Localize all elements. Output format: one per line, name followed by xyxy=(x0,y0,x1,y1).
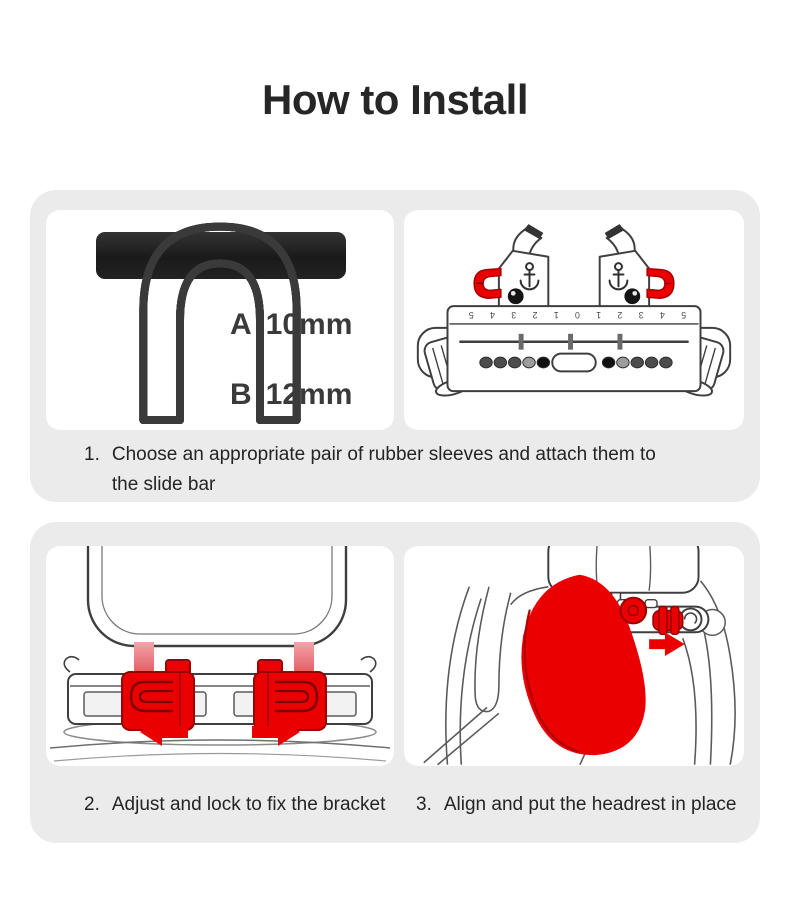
left-red-clamp xyxy=(121,659,195,731)
pillow-mount xyxy=(619,596,648,625)
step-1-section: A 10mm B 12mm xyxy=(30,190,760,502)
sleeves-panel: A 10mm B 12mm xyxy=(46,210,394,430)
anchor-icon xyxy=(519,262,540,291)
adjust-bracket-panel xyxy=(46,546,394,766)
sleeve-a-size: 10mm xyxy=(265,308,353,341)
bracket-scale: 5 4 3 2 1 0 1 2 3 4 5 xyxy=(462,310,686,320)
page-title: How to Install xyxy=(262,76,529,123)
step-1-number: 1. xyxy=(84,444,100,465)
right-clamp xyxy=(598,224,675,310)
steps-2-3-section: 2. Adjust and lock to fix the bracket 3.… xyxy=(30,522,760,843)
red-sleeve-on-bracket xyxy=(473,267,502,299)
sleeve-b-letter: B xyxy=(230,378,252,411)
sleeve-a-label: A 10mm xyxy=(230,308,352,342)
step-2-text: Adjust and lock to fix the bracket xyxy=(111,794,386,815)
right-arrow-icon xyxy=(649,632,685,656)
sleeve-b-size: 12mm xyxy=(265,378,353,411)
bracket-illustration: 5 4 3 2 1 0 1 2 3 4 5 xyxy=(416,224,732,397)
anchor-icon xyxy=(608,262,629,291)
left-arrow-icon xyxy=(140,718,188,746)
slide-bar-illustration xyxy=(96,232,346,279)
bracket-panel: 5 4 3 2 1 0 1 2 3 4 5 xyxy=(404,210,744,430)
headrest-placement-illustration xyxy=(423,546,736,766)
right-arrow-icon xyxy=(252,718,300,746)
left-clamp xyxy=(473,224,550,310)
headrest-pillow xyxy=(521,574,646,756)
rubber-sleeve-icon xyxy=(139,222,301,424)
step-3: 3. Align and put the headrest in place xyxy=(416,790,736,820)
right-red-clamp xyxy=(253,659,327,731)
sleeve-b-label: B 12mm xyxy=(230,378,352,412)
step-1: 1. Choose an appropriate pair of rubber … xyxy=(84,440,656,500)
red-sleeve-on-bracket xyxy=(646,267,675,299)
sleeve-a-letter: A xyxy=(230,308,252,341)
lock-knob xyxy=(652,605,684,636)
step-2: 2. Adjust and lock to fix the bracket xyxy=(84,790,385,820)
step-3-text: Align and put the headrest in place xyxy=(443,794,737,815)
step-2-number: 2. xyxy=(84,794,100,815)
step-3-number: 3. xyxy=(416,794,432,815)
step-1-text: Choose an appropriate pair of rubber sle… xyxy=(111,444,656,495)
adjust-bracket-illustration xyxy=(49,546,391,762)
headrest-placement-panel xyxy=(404,546,744,766)
